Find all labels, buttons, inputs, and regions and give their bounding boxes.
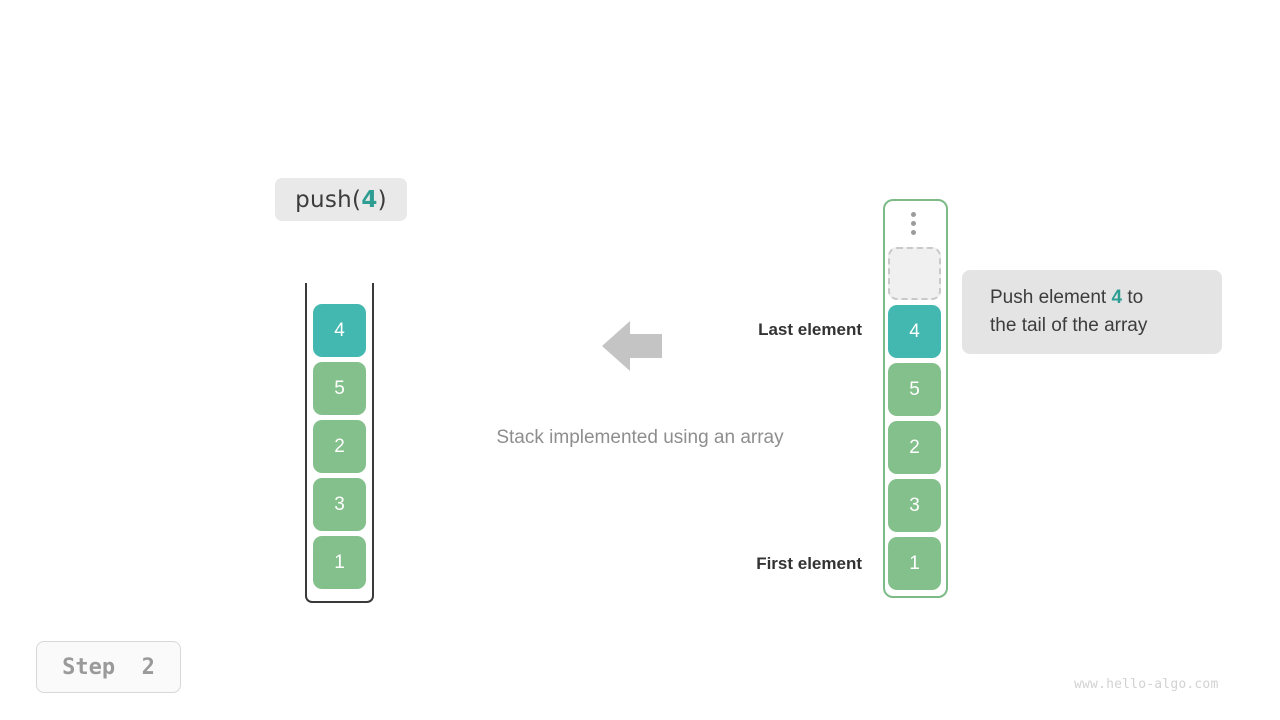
operation-argument: 4 xyxy=(361,186,378,213)
arrow-left-icon xyxy=(602,321,662,371)
vertical-ellipsis-icon xyxy=(910,212,916,235)
last-element-label: Last element xyxy=(758,320,862,339)
note-line1-highlight: 4 xyxy=(1111,287,1123,308)
note-line2: the tail of the array xyxy=(990,315,1148,336)
array-cell: 3 xyxy=(888,479,941,532)
array-cell: 1 xyxy=(888,537,941,590)
array-cell: 4 xyxy=(888,305,941,358)
stack-cell: 5 xyxy=(313,362,366,415)
stack-cell: 4 xyxy=(313,304,366,357)
array-empty-slot xyxy=(888,247,941,300)
stack-container xyxy=(305,283,374,603)
operation-suffix: ) xyxy=(377,186,387,213)
stack-cell: 1 xyxy=(313,536,366,589)
operation-label: push(4) xyxy=(275,178,407,221)
note-line1-after: to xyxy=(1122,287,1144,308)
array-cell: 5 xyxy=(888,363,941,416)
step-badge: Step 2 xyxy=(36,641,181,693)
array-cell: 2 xyxy=(888,421,941,474)
stack-cell-list: 4 5 2 3 1 xyxy=(313,304,366,589)
stack-cell: 2 xyxy=(313,420,366,473)
array-container xyxy=(883,199,948,598)
diagram-caption: Stack implemented using an array xyxy=(496,427,784,448)
note-line1-before: Push element xyxy=(990,287,1112,308)
operation-prefix: push( xyxy=(295,186,362,213)
first-element-label: First element xyxy=(756,554,862,573)
watermark: www.hello-algo.com xyxy=(1074,677,1219,692)
annotation-note: Push element 4 to the tail of the array xyxy=(962,270,1222,354)
array-cell-list: 4 5 2 3 1 xyxy=(888,247,941,590)
stack-cell: 3 xyxy=(313,478,366,531)
